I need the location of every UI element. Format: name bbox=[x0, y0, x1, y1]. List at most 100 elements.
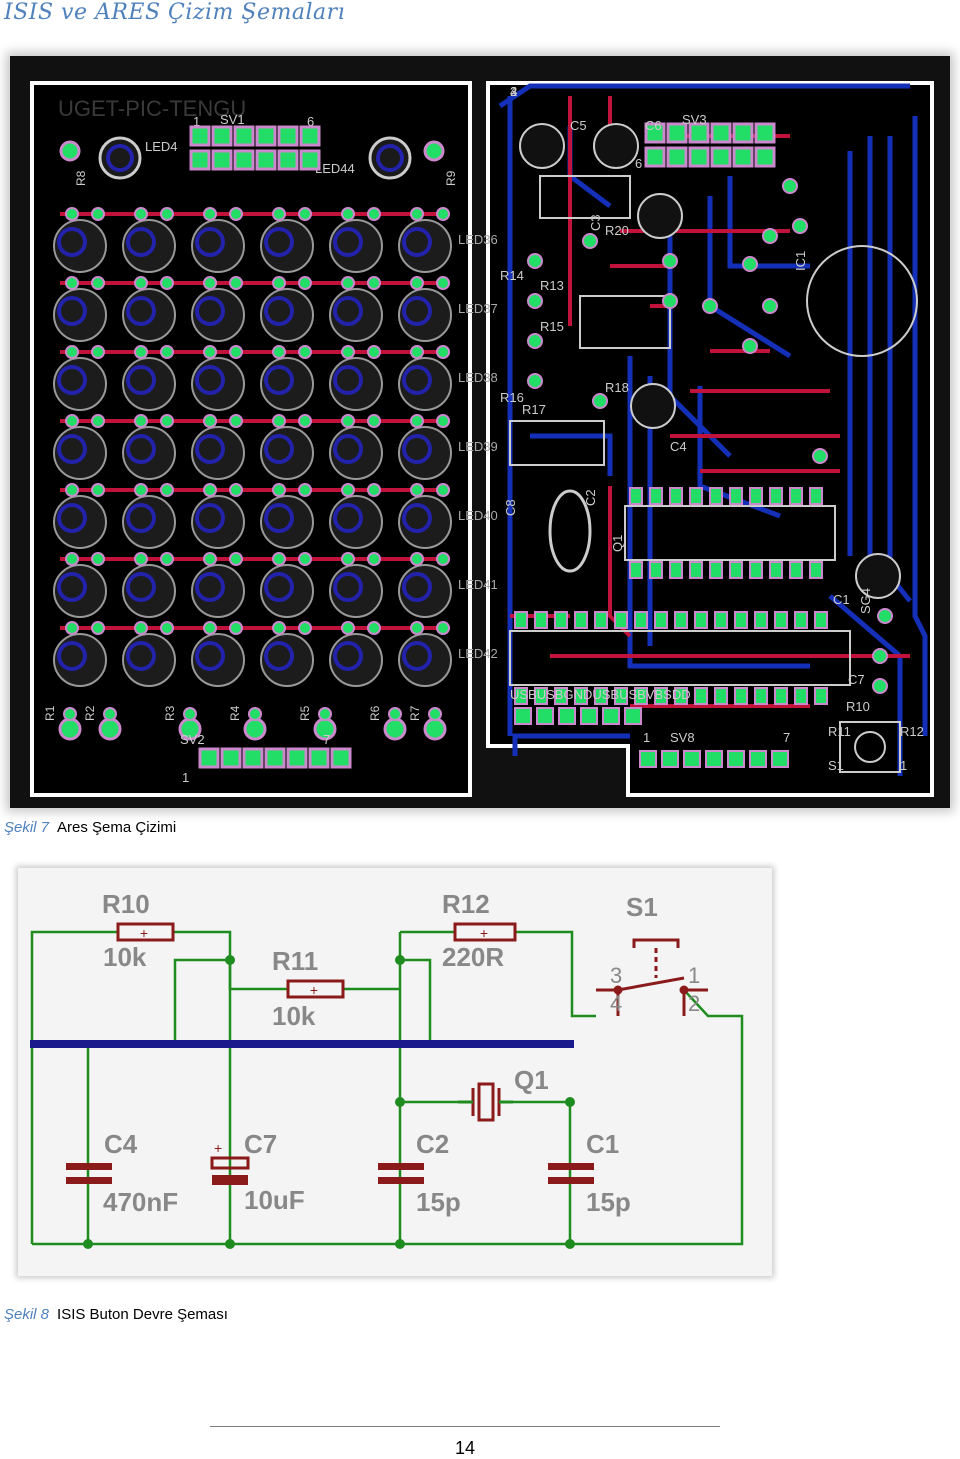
sv1-pad bbox=[233, 125, 255, 147]
right-board-label: 6 bbox=[635, 156, 642, 171]
matrix-led bbox=[191, 621, 245, 687]
pcb-label-1: 1 bbox=[193, 114, 200, 129]
matrix-led bbox=[329, 345, 383, 411]
right-board-label: R13 bbox=[540, 278, 564, 293]
sv2-pad bbox=[264, 747, 286, 769]
svg-text:+: + bbox=[214, 1140, 222, 1156]
right-board-label: C1 bbox=[833, 592, 850, 607]
r10-name: R10 bbox=[102, 889, 150, 919]
resistor-label: R7 bbox=[408, 705, 422, 721]
resistor-label: R2 bbox=[83, 705, 97, 721]
sv2-pad bbox=[198, 747, 220, 769]
r10-value: 10k bbox=[103, 942, 147, 972]
right-board-label: 1 bbox=[900, 758, 907, 773]
matrix-led bbox=[122, 276, 176, 342]
svg-text:+: + bbox=[480, 925, 488, 941]
led-col-label: LED38 bbox=[458, 370, 498, 385]
right-board-label: 3 bbox=[510, 84, 517, 99]
matrix-led bbox=[329, 207, 383, 273]
resistor-label: R1 bbox=[43, 705, 57, 721]
resistor-label: R6 bbox=[368, 705, 382, 721]
s1-pin-4: 4 bbox=[610, 991, 622, 1016]
sv2-pad bbox=[308, 747, 330, 769]
matrix-led bbox=[398, 276, 452, 342]
resistor-pad bbox=[58, 717, 82, 741]
matrix-led bbox=[53, 276, 107, 342]
figure-8-caption-text: ISIS Buton Devre Şeması bbox=[57, 1306, 228, 1323]
crystal-q1 bbox=[458, 1082, 513, 1122]
sv1-pad bbox=[211, 125, 233, 147]
resistor-pad bbox=[243, 717, 267, 741]
right-board-label: Q1 bbox=[610, 535, 625, 552]
right-board-components bbox=[509, 123, 918, 773]
right-board-label: R14 bbox=[500, 268, 524, 283]
matrix-led bbox=[398, 621, 452, 687]
matrix-led bbox=[260, 483, 314, 549]
right-board-label: C3 bbox=[588, 214, 603, 231]
matrix-led bbox=[122, 345, 176, 411]
pcb-left-board bbox=[30, 81, 472, 797]
right-board-label: SG4 bbox=[858, 588, 873, 614]
matrix-led bbox=[122, 552, 176, 618]
schematic-wires bbox=[30, 930, 744, 1246]
matrix-led bbox=[122, 483, 176, 549]
matrix-led bbox=[398, 483, 452, 549]
resistor-pad bbox=[423, 717, 447, 741]
pcb-logo-text: UGET-PIC-TENGU bbox=[58, 96, 246, 121]
matrix-led bbox=[122, 207, 176, 273]
sv1-pad bbox=[189, 125, 211, 147]
matrix-led bbox=[398, 345, 452, 411]
r11-name: R11 bbox=[272, 946, 318, 976]
matrix-led bbox=[260, 207, 314, 273]
pcb-label-6: 6 bbox=[307, 114, 314, 129]
sv1-pad bbox=[233, 149, 255, 171]
matrix-led bbox=[122, 414, 176, 480]
pcb-label-sv2: SV2 bbox=[180, 732, 205, 747]
matrix-led bbox=[329, 276, 383, 342]
matrix-led bbox=[191, 552, 245, 618]
right-board-label: R10 bbox=[846, 699, 870, 714]
resistor-r12: + bbox=[453, 922, 517, 942]
right-board-label: R11 bbox=[828, 724, 851, 739]
switch-s1 bbox=[596, 938, 708, 1016]
right-board-label: R16 bbox=[500, 390, 524, 405]
led-col-label: LED40 bbox=[458, 508, 498, 523]
right-board-label: C4 bbox=[670, 439, 687, 454]
matrix-led bbox=[53, 552, 107, 618]
c7-name: C7 bbox=[244, 1129, 277, 1159]
sv1-pad bbox=[255, 149, 277, 171]
svg-text:+: + bbox=[140, 925, 148, 941]
led-top-left bbox=[98, 136, 142, 180]
r12-name: R12 bbox=[442, 889, 490, 919]
figure-7-caption-text: Ares Şema Çizimi bbox=[57, 819, 177, 836]
matrix-led bbox=[329, 621, 383, 687]
right-board-pads bbox=[514, 122, 893, 768]
resistor-r10: + bbox=[116, 922, 175, 942]
right-board-label: C7 bbox=[848, 672, 865, 687]
resistor-pad bbox=[383, 717, 407, 741]
pcb-label-led44: LED44 bbox=[315, 161, 355, 176]
matrix-led bbox=[191, 276, 245, 342]
matrix-led bbox=[260, 276, 314, 342]
resistor-label: R3 bbox=[163, 705, 177, 721]
pcb-label-led4: LED4 bbox=[145, 139, 178, 154]
matrix-led bbox=[191, 414, 245, 480]
resistor-label: R5 bbox=[298, 705, 312, 721]
right-board-label: SV3 bbox=[682, 112, 707, 127]
svg-text:+: + bbox=[310, 982, 318, 998]
s1-name: S1 bbox=[626, 892, 658, 922]
c1-value: 15p bbox=[586, 1187, 631, 1217]
sv2-pad bbox=[286, 747, 308, 769]
matrix-led bbox=[53, 207, 107, 273]
page-number: 14 bbox=[454, 1438, 476, 1458]
pcb-label-sv8-1: 1 bbox=[643, 730, 650, 745]
led-matrix-grid bbox=[53, 207, 452, 687]
right-board-label: R18 bbox=[605, 380, 629, 395]
matrix-led bbox=[260, 414, 314, 480]
c1-name: C1 bbox=[586, 1129, 619, 1159]
q1-name: Q1 bbox=[514, 1065, 549, 1095]
